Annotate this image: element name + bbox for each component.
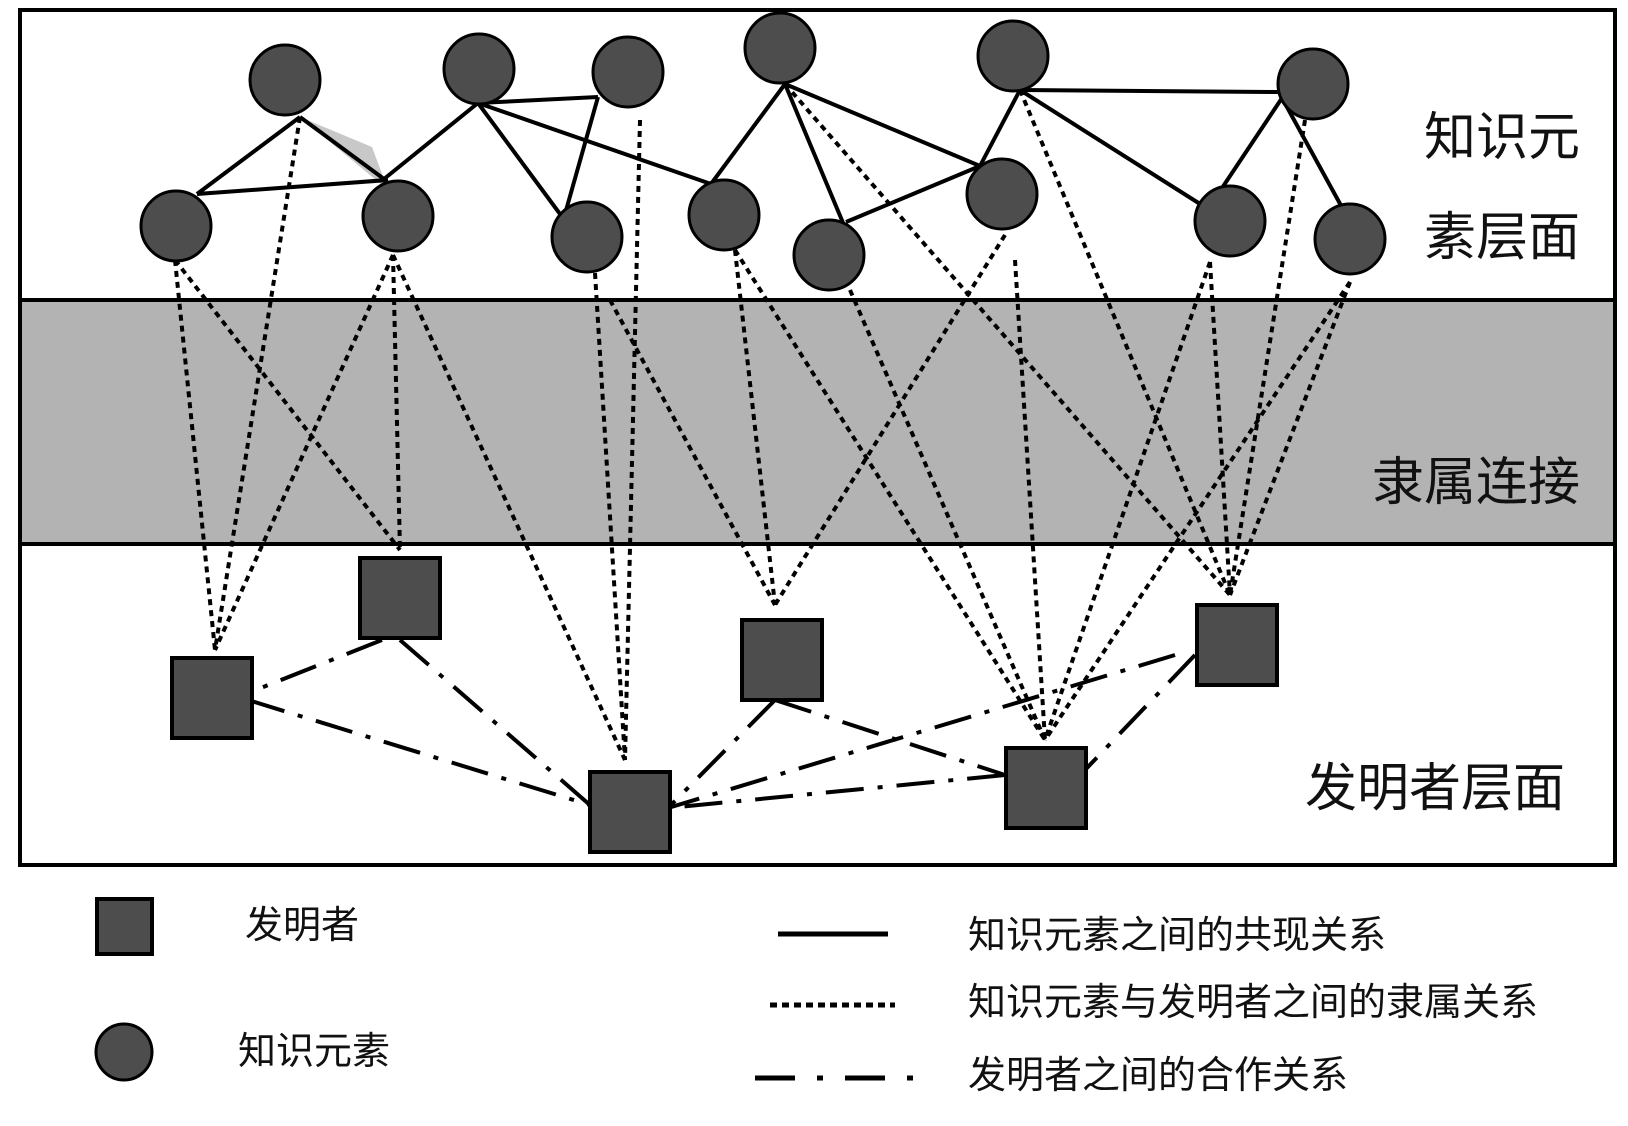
legend-cooperation-label: 发明者之间的合作关系 (968, 1053, 1348, 1097)
inventor-node (740, 618, 824, 702)
knowledge-element-node (550, 200, 624, 274)
knowledge-element-nodes (139, 11, 1387, 292)
legend: 发明者 知识元素 知识元素之间的共现关系 知识元素与发明者之间的隶属关系 发明者… (94, 897, 1538, 1097)
legend-affiliation-label: 知识元素与发明者之间的隶属关系 (968, 980, 1538, 1024)
legend-knowledge-element-label: 知识元素 (238, 1029, 390, 1073)
knowledge-element-node (1276, 47, 1350, 121)
knowledge-layer-label-line2: 素层面 (1424, 208, 1580, 268)
legend-knowledge-element-icon (94, 1022, 154, 1082)
knowledge-element-node (687, 178, 761, 252)
knowledge-element-node (965, 157, 1039, 231)
knowledge-element-node (361, 179, 435, 253)
knowledge-element-node (591, 35, 665, 109)
knowledge-element-node (976, 19, 1050, 93)
inventor-node (1004, 746, 1088, 830)
inventor-node (170, 656, 254, 740)
inventor-node (358, 556, 442, 640)
cooccurrence-edges (195, 82, 1346, 231)
cooperation-edges (247, 638, 1197, 810)
knowledge-element-node (139, 189, 213, 263)
inventor-nodes (170, 556, 1279, 854)
inventor-node (588, 770, 672, 854)
legend-inventor-icon (95, 897, 154, 956)
knowledge-element-node (1193, 184, 1267, 258)
affiliation-band (18, 298, 1617, 546)
knowledge-layer-label-line1: 知识元 (1424, 108, 1580, 168)
legend-cooccurrence-label: 知识元素之间的共现关系 (968, 913, 1386, 957)
affiliation-edges (173, 82, 1352, 761)
inventor-layer-label: 发明者层面 (1305, 759, 1565, 819)
knowledge-element-node (743, 11, 817, 85)
knowledge-element-node (248, 43, 322, 117)
legend-inventor-label: 发明者 (245, 903, 359, 947)
knowledge-element-node (442, 32, 516, 106)
knowledge-element-node (792, 218, 866, 292)
inventor-node (1195, 603, 1279, 687)
knowledge-element-node (1313, 202, 1387, 276)
affiliation-layer-label: 隶属连接 (1372, 453, 1580, 513)
